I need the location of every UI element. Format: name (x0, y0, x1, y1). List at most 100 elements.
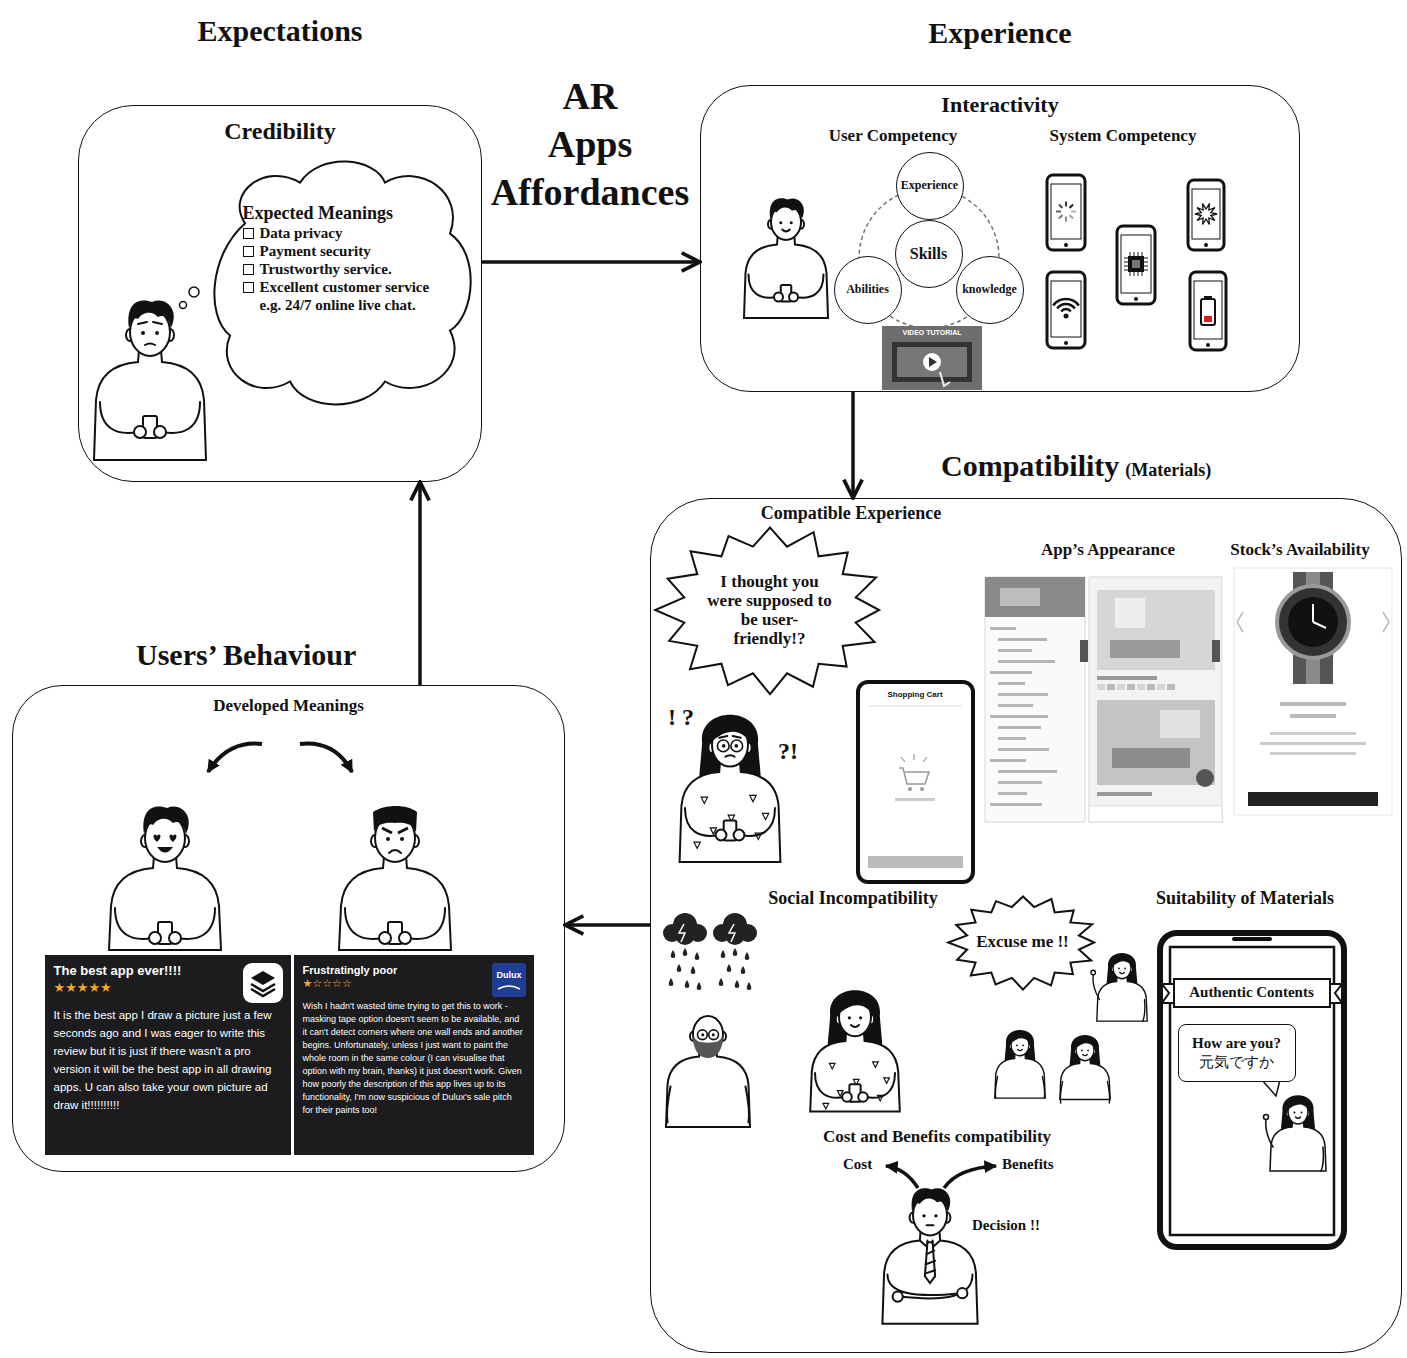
app-screenshot (985, 577, 1222, 822)
phone-frame: Authentic ContentsHow are you?元気ですか (1157, 930, 1347, 1250)
storm-cloud (729, 924, 735, 942)
app-icon (498, 986, 520, 989)
thought-cloud: Expected MeaningsData privacyPayment sec… (205, 152, 475, 407)
cloud-title: Expected Meanings (243, 202, 435, 224)
app-screenshot (1097, 684, 1105, 690)
storm-cloud (691, 966, 696, 974)
person-figure (848, 1016, 851, 1019)
section-label: Social Incompatibility (653, 888, 1053, 909)
person-figure (109, 806, 221, 950)
person-figure (134, 426, 146, 438)
speech-bubble: How are you?元気ですか (1178, 1024, 1296, 1082)
person-figure (893, 1292, 903, 1302)
person-figure (1093, 974, 1100, 999)
app-screenshot (1097, 590, 1215, 670)
app-screenshot (1089, 806, 1222, 822)
app-icon (251, 984, 275, 996)
storm-cloud (697, 982, 702, 990)
watch-product (1288, 597, 1338, 647)
person-figure (716, 830, 727, 841)
person-figure (694, 842, 700, 848)
person-figure (912, 1188, 951, 1211)
phone-icon (1071, 211, 1076, 213)
storm-cloud (741, 966, 746, 974)
person-figure (842, 1092, 852, 1102)
phone-icon (1064, 341, 1068, 345)
phone-icon (1051, 184, 1081, 239)
storm-cloud (727, 964, 732, 972)
phone-icon (1070, 204, 1074, 208)
person-figure (685, 808, 719, 836)
person-figure (1043, 1077, 1045, 1099)
person-figure (1060, 1035, 1110, 1103)
choice-label: Cost (843, 1156, 872, 1173)
logo-text: Dulux (309, 970, 709, 980)
person-figure (717, 740, 729, 752)
phone-icon (1056, 211, 1061, 213)
burst-outline (655, 527, 879, 694)
banner-text: Authentic Contents (1163, 984, 1341, 1001)
app-screenshot (990, 715, 1048, 718)
phone-icon (1190, 272, 1226, 350)
panel-heading: Users’ Behaviour (136, 638, 356, 672)
app-screenshot (998, 693, 1048, 696)
person-figure (407, 908, 445, 939)
app-icon (243, 963, 283, 1003)
person-figure (829, 1063, 835, 1069)
app-screenshot (998, 737, 1026, 740)
person-figure (400, 837, 404, 841)
watch-product (1270, 732, 1356, 735)
phone-icon (1128, 256, 1144, 272)
app-screenshot (998, 704, 1033, 707)
person-figure (141, 331, 145, 335)
exclamation-mark: ! ? (668, 704, 694, 731)
person-figure (815, 1073, 845, 1098)
video-tutorial-icon (923, 353, 941, 371)
person-figure (731, 740, 743, 752)
person-figure (1060, 1082, 1062, 1104)
phone-icon (1053, 299, 1079, 305)
app-icon (251, 971, 275, 985)
app-screenshot (1000, 588, 1040, 606)
app-screenshot (1110, 640, 1180, 658)
person-figure (339, 806, 451, 950)
person-figure (386, 837, 390, 841)
burst-outline (948, 896, 1094, 989)
section-label: System Competency (923, 126, 1323, 146)
competency-circle: Skills (895, 220, 963, 288)
app-screenshot (998, 770, 1057, 773)
phone-icon (1134, 297, 1138, 301)
competency-circle: Abilities (834, 256, 902, 324)
choice-arrow (886, 1166, 918, 1188)
app-screenshot (1137, 684, 1145, 690)
app-screenshot (998, 682, 1025, 685)
phone-icon (1204, 316, 1212, 322)
app-screenshot (990, 627, 1016, 630)
review-title: Frustratingly poor (303, 963, 525, 977)
person-figure (873, 1062, 879, 1068)
speech-burst: Excuse me !! (948, 895, 1098, 990)
checklist-item: Data privacy (243, 224, 435, 242)
person-figure (94, 350, 206, 460)
thought-bubble (180, 302, 187, 309)
person-figure (749, 275, 778, 298)
person-figure (734, 830, 745, 841)
person-figure (138, 322, 162, 324)
app-screenshot (985, 577, 1085, 822)
person-figure (782, 230, 790, 232)
app-screenshot (1167, 684, 1175, 690)
person-figure (157, 847, 173, 853)
person-figure (680, 715, 781, 862)
checklist-item: Trustworthy service. (243, 260, 435, 278)
person-figure (789, 293, 798, 302)
person-figure (1270, 1121, 1326, 1171)
phone-icon (1047, 175, 1085, 250)
phone-icon (1047, 272, 1085, 348)
storm-cloud (721, 950, 726, 958)
panel-heading: Compatibility (941, 449, 1119, 482)
flow-arrow (565, 923, 650, 927)
thought-bubble (189, 287, 199, 297)
circle-label: Experience (901, 178, 958, 193)
person-figure (109, 856, 221, 950)
person-figure (145, 344, 155, 346)
